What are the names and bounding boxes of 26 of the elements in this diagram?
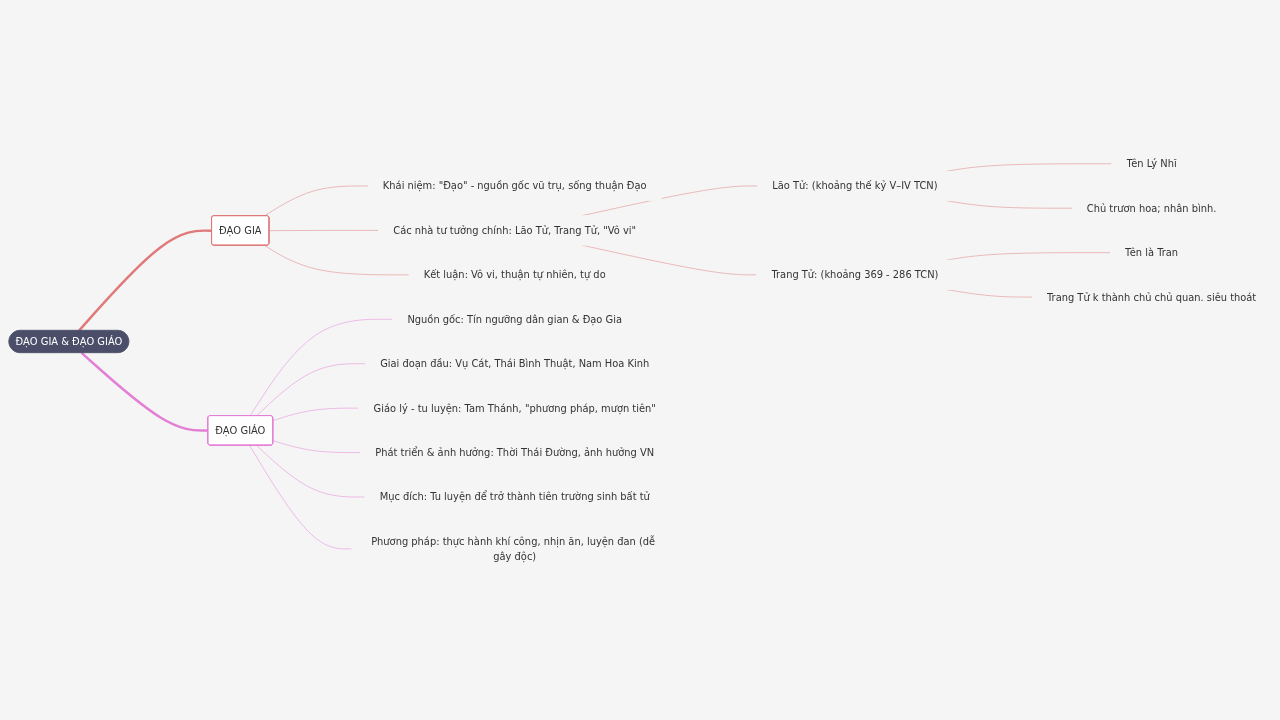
connector	[80, 351, 208, 432]
connector	[249, 319, 393, 417]
connector	[264, 185, 369, 217]
node-text: Giai đoạn đầu: Vụ Cát, Thái Bình Thuật, Nam Hoa Kinh	[380, 357, 650, 370]
node-text: Trang Tử k thành chủ chủ quan. siêu thoát	[1047, 291, 1257, 303]
node-text: Giáo lý - tu luyện: Tam Thánh, "phương pháp, mượn tiên"	[373, 402, 656, 415]
node-text: Nguồn gốc: Tín ngưỡng dân gian & Đạo Gia	[407, 313, 622, 326]
node-text: Các nhà tư tưởng chính: Lão Tử, Trang Tử, "Vô vi"	[393, 224, 637, 237]
connector	[272, 440, 361, 453]
node-text: Chủ trươn hoa; nhân bình.	[1086, 202, 1217, 215]
connector	[256, 363, 366, 417]
node-text: Kết luận: Vô vi, thuận tự nhiên, tự do	[423, 268, 606, 281]
connector	[272, 407, 360, 421]
connector	[249, 445, 353, 550]
node-text: Lão Tử: (khoảng thế kỷ V–IV TCN)	[772, 180, 938, 192]
node-text: Tên Lý Nhĩ	[1126, 157, 1177, 170]
connector	[256, 445, 366, 498]
node-text: Tên là Tran	[1125, 246, 1179, 259]
node-text: Khái niệm: "Đạo" - nguồn gốc vũ trụ, sống thuận Đạo	[382, 180, 647, 192]
connector	[269, 230, 379, 231]
node-text: Phát triển & ảnh hưởng: Thời Thái Đường, ảnh hưởng VN	[375, 446, 655, 459]
node-text: Phương pháp: thực hành khí công, nhịn ăn, luyện đan (dễ gây độc)	[371, 535, 656, 563]
node-text: Trang Tử: (khoảng 369 - 286 TCN)	[771, 268, 939, 281]
connector	[264, 245, 410, 276]
node-text: Mục đích: Tu luyện để trở thành tiên trường sinh bất tử	[379, 491, 650, 503]
connector	[78, 229, 212, 332]
